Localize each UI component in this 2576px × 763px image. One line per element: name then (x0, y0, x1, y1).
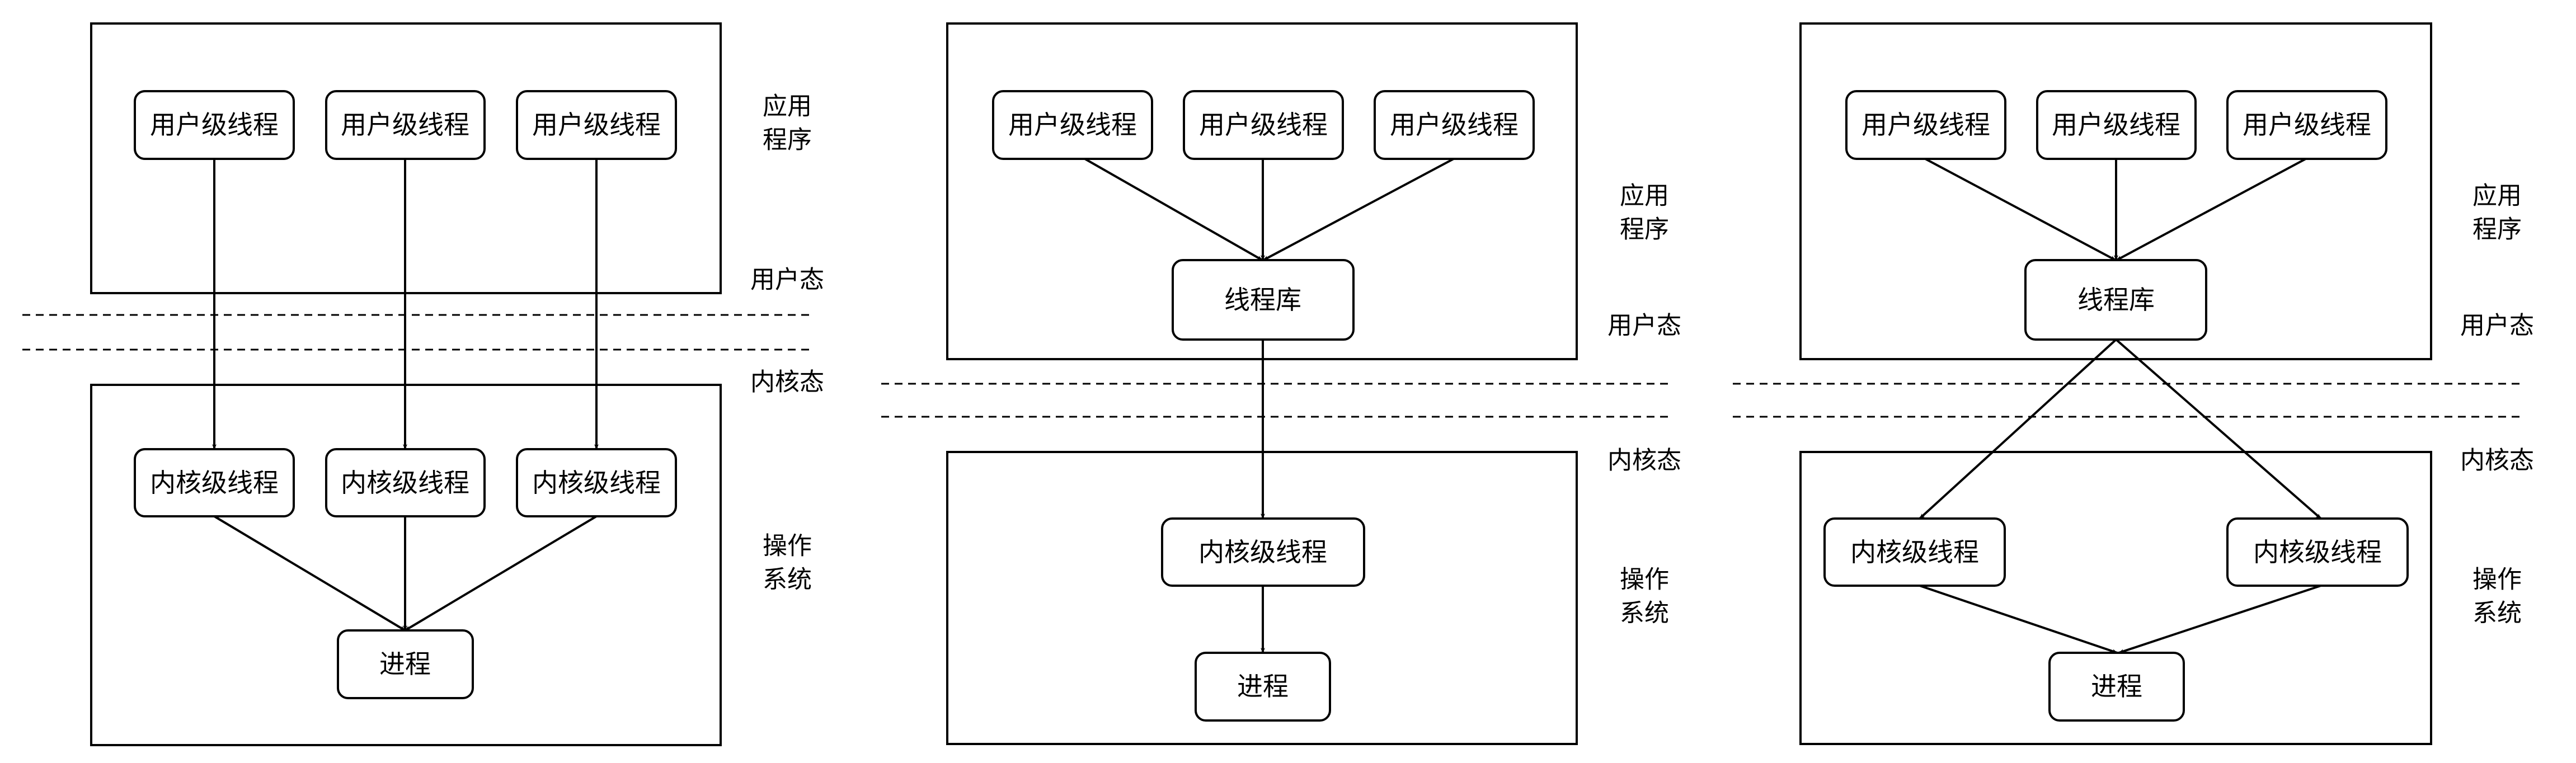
thread-library-label: 线程库 (2077, 285, 2155, 315)
kernel-thread-label: 内核级线程 (532, 468, 661, 498)
edge-user-to-library (1925, 158, 2116, 261)
edge-kernel-to-process (213, 515, 406, 632)
user-mode-label: 用户态 (1607, 312, 1681, 340)
user-thread-label: 用户级线程 (532, 110, 661, 140)
diagram-one-to-one: 用户级线程 用户级线程 用户级线程 内核级线程 内核级线程 内核级线程 进程 (22, 22, 824, 746)
kernel-thread-node: 内核级线程 (134, 448, 295, 517)
edge-kernel-to-process (1919, 585, 2118, 654)
diagram-many-to-one: 用户级线程 用户级线程 用户级线程 线程库 内核级线程 进程 应用 程序 用户态… (881, 22, 1681, 745)
application-label: 应用 (1620, 182, 1669, 210)
user-thread-label: 用户级线程 (1862, 110, 1990, 140)
user-thread-label: 用户级线程 (1008, 110, 1137, 140)
user-thread-node: 用户级线程 (2036, 90, 2197, 160)
kernel-thread-label: 内核级线程 (341, 468, 469, 498)
edge-kernel-to-process (404, 515, 598, 632)
edge-user-to-library (2116, 158, 2306, 261)
os-label: 系统 (2472, 599, 2522, 628)
application-frame (1799, 22, 2432, 360)
kernel-mode-label: 内核态 (750, 368, 824, 397)
process-node: 进程 (337, 629, 474, 699)
user-thread-label: 用户级线程 (341, 110, 469, 140)
kernel-thread-node: 内核级线程 (325, 448, 486, 517)
application-label: 程序 (1620, 215, 1669, 244)
thread-library-node: 线程库 (2024, 259, 2207, 341)
thread-library-node: 线程库 (1172, 259, 1355, 341)
os-frame (1799, 451, 2432, 745)
kernel-thread-label: 内核级线程 (1198, 537, 1327, 567)
kernel-thread-node: 内核级线程 (1823, 517, 2006, 587)
edge-library-to-kernel (2115, 338, 2322, 520)
kernel-mode-label: 内核态 (2460, 446, 2534, 475)
user-thread-label: 用户级线程 (1199, 110, 1328, 140)
kernel-mode-label: 内核态 (1607, 446, 1681, 475)
kernel-thread-label: 内核级线程 (2253, 537, 2382, 567)
user-thread-node: 用户级线程 (325, 90, 486, 160)
user-thread-node: 用户级线程 (516, 90, 677, 160)
os-label: 操作 (763, 532, 812, 561)
edge-user-to-library (1084, 158, 1263, 261)
process-node: 进程 (2048, 652, 2185, 722)
user-thread-label: 用户级线程 (2243, 110, 2371, 140)
user-thread-node: 用户级线程 (992, 90, 1153, 160)
edge-library-to-kernel (1919, 338, 2117, 520)
kernel-thread-label: 内核级线程 (150, 468, 279, 498)
os-label: 操作 (1620, 566, 1669, 594)
os-label: 系统 (763, 566, 812, 594)
os-label: 系统 (1620, 599, 1669, 628)
kernel-thread-node: 内核级线程 (516, 448, 677, 517)
application-label: 应用 (763, 92, 812, 121)
diagram-many-to-many: 用户级线程 用户级线程 用户级线程 线程库 内核级线程 内核级线程 进程 应用 … (1733, 22, 2534, 745)
process-label: 进程 (1237, 671, 1289, 701)
kernel-thread-label: 内核级线程 (1850, 537, 1979, 567)
process-label: 进程 (2091, 671, 2142, 701)
user-thread-node: 用户级线程 (1183, 90, 1344, 160)
user-mode-label: 用户态 (2460, 312, 2534, 340)
edge-kernel-to-process (2118, 585, 2321, 654)
thread-library-label: 线程库 (1224, 285, 1301, 315)
user-thread-label: 用户级线程 (1390, 110, 1519, 140)
process-node: 进程 (1195, 652, 1331, 722)
user-thread-label: 用户级线程 (2052, 110, 2180, 140)
kernel-thread-node: 内核级线程 (2226, 517, 2409, 587)
user-thread-node: 用户级线程 (2226, 90, 2387, 160)
application-label: 程序 (763, 126, 812, 154)
user-mode-label: 用户态 (750, 266, 824, 294)
user-thread-node: 用户级线程 (1845, 90, 2006, 160)
os-label: 操作 (2472, 566, 2522, 594)
kernel-thread-node: 内核级线程 (1161, 517, 1365, 587)
user-thread-label: 用户级线程 (150, 110, 279, 140)
application-label: 程序 (2472, 215, 2522, 244)
user-thread-node: 用户级线程 (1374, 90, 1535, 160)
user-thread-node: 用户级线程 (134, 90, 295, 160)
process-label: 进程 (379, 649, 431, 679)
application-label: 应用 (2472, 182, 2522, 210)
edge-user-to-library (1263, 158, 1454, 261)
